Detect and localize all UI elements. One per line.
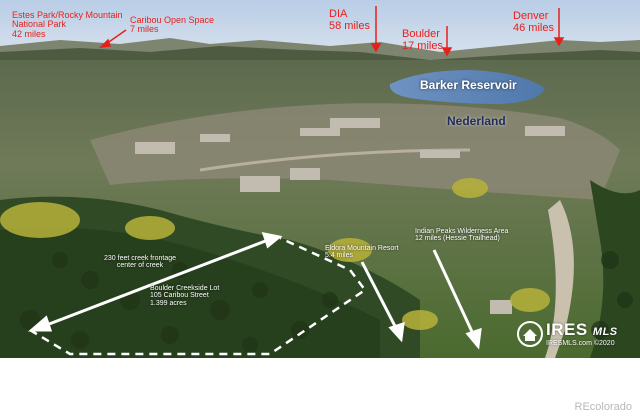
boulder-label: Boulder 17 miles [402,28,443,52]
source-credit: REcolorado [574,401,632,413]
denver-label: Denver 46 miles [513,10,554,34]
creek-frontage-label: 230 feet creek frontage center of creek [104,255,176,270]
aerial-photo: Estes Park/Rocky Mountain National Park … [0,0,640,358]
lot-label: Boulder Creekside Lot 105 Caribou Street… [150,285,220,307]
ires-brand: IRES MLS [546,320,618,339]
white-direction-arrows [27,232,482,350]
town-label: Nederland [447,114,506,128]
dia-label: DIA 58 miles [329,8,370,32]
ires-sub: IRESMLS.com ©2020 [546,340,615,347]
lot-boundary [29,236,367,356]
eldora-label: Eldora Mountain Resort 5.4 miles [325,245,399,260]
indian-peaks-label: Indian Peaks Wilderness Area 12 miles (H… [415,228,509,243]
caribou-label: Caribou Open Space 7 miles [130,15,215,35]
red-direction-arrows [98,6,565,57]
estes-park-label: Estes Park/Rocky Mountain National Park … [12,10,123,39]
aerial-landscape [0,0,640,358]
ires-watermark: IRES MLS IRESMLS.com ©2020 [516,318,636,352]
reservoir-label: Barker Reservoir [420,78,517,92]
ires-logo-icon [517,321,543,347]
